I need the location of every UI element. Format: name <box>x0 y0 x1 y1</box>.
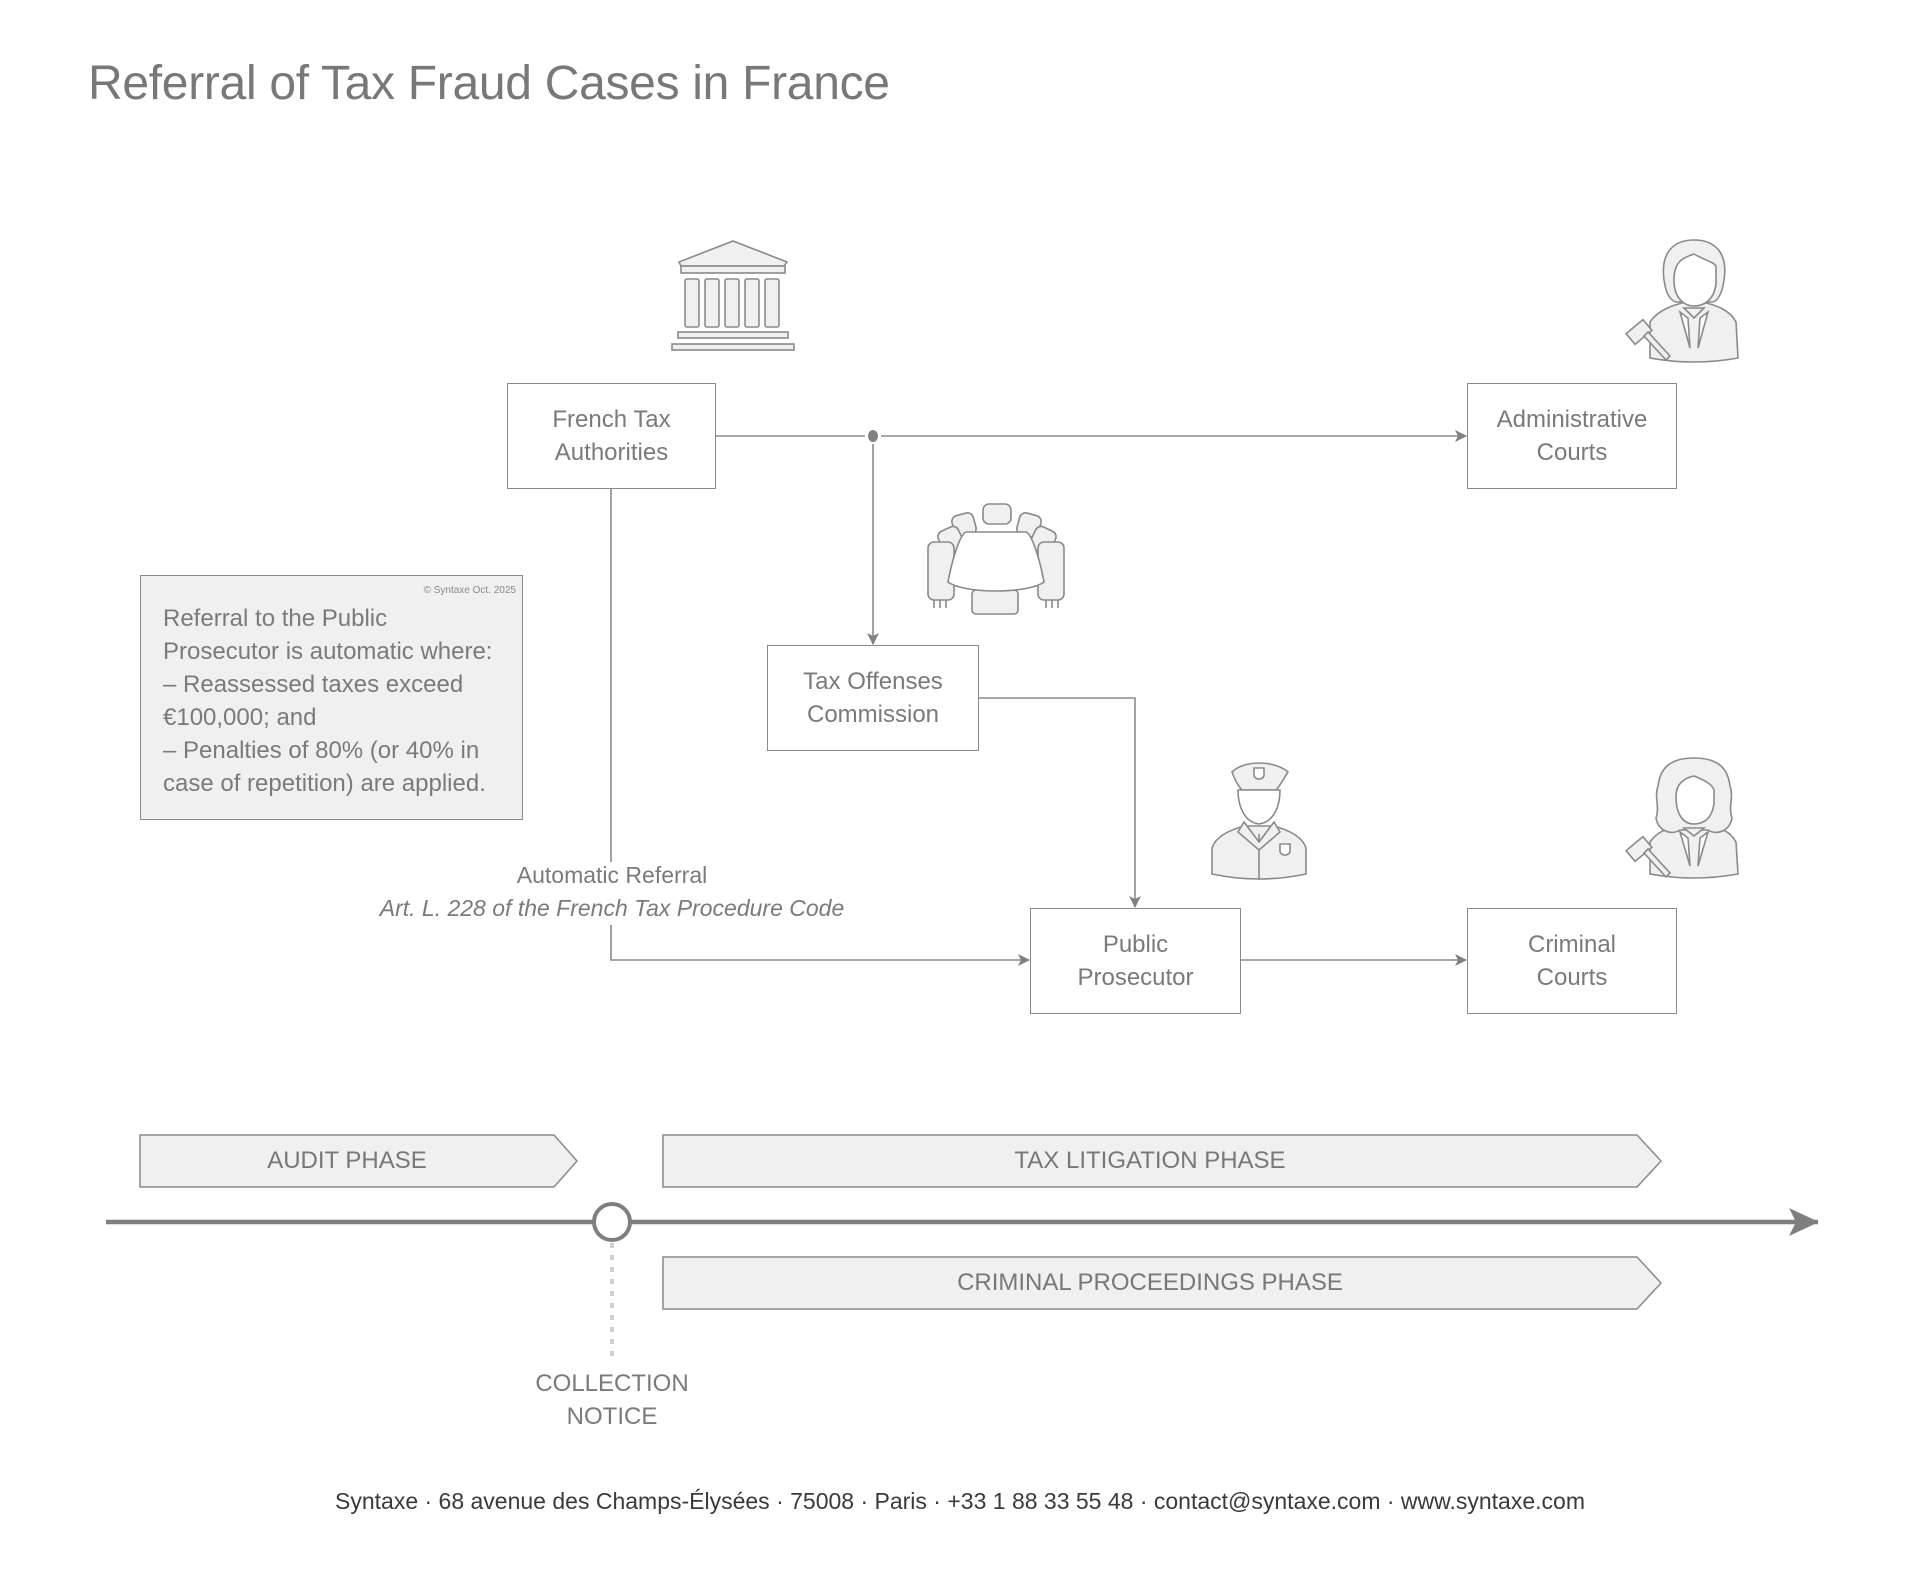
automatic-referral-reference: Art. L. 228 of the French Tax Procedure … <box>312 895 912 922</box>
junction-dot <box>868 430 878 442</box>
node-label-line1: Administrative <box>1496 406 1648 433</box>
phase-criminal-proceedings-shape <box>662 1256 1663 1310</box>
phase-tax-litigation-label: TAX LITIGATION PHASE <box>1014 1147 1286 1174</box>
judge-wig-gavel-icon <box>1624 757 1739 879</box>
milestone-circle <box>592 1202 632 1242</box>
node-label-line1: French Tax <box>552 406 671 433</box>
node-administrative-courts: Administrative Courts <box>1467 383 1677 489</box>
node-criminal-courts: Criminal Courts <box>1467 908 1677 1014</box>
node-french-tax-authorities: French Tax Authorities <box>507 383 716 489</box>
phase-audit-label: AUDIT PHASE <box>267 1147 427 1174</box>
conference-table-icon <box>927 503 1065 615</box>
footer-contact: Syntaxe · 68 avenue des Champs-Élysées ·… <box>335 1488 1585 1514</box>
note-line: – Penalties of 80% (or 40% in <box>163 737 480 764</box>
note-line: case of repetition) are applied. <box>163 770 486 797</box>
node-label-line2: Courts <box>1536 964 1608 991</box>
node-tax-offenses-commission: Tax Offenses Commission <box>767 645 979 751</box>
milestone-label-line1: COLLECTION <box>535 1370 689 1397</box>
government-building-icon <box>671 240 795 351</box>
note-line: €100,000; and <box>163 704 317 731</box>
node-label-line1: Public <box>1102 931 1169 958</box>
node-label-line2: Authorities <box>554 439 669 466</box>
phase-criminal-proceedings-label: CRIMINAL PROCEEDINGS PHASE <box>957 1269 1343 1296</box>
phase-tax-litigation-shape <box>662 1134 1663 1188</box>
node-label-line2: Courts <box>1536 439 1608 466</box>
judge-male-gavel-icon <box>1624 239 1739 363</box>
node-public-prosecutor: Public Prosecutor <box>1030 908 1241 1014</box>
node-label-line1: Criminal <box>1527 931 1616 958</box>
copyright-notice: © Syntaxe Oct. 2025 <box>423 585 516 596</box>
timeline <box>106 1134 1819 1362</box>
phase-audit-shape <box>139 1134 579 1188</box>
connector-commission-to-prosecutor <box>978 697 1141 908</box>
note-box: © Syntaxe Oct. 2025 Referral to the Publ… <box>140 575 523 820</box>
note-line: – Reassessed taxes exceed <box>163 671 464 698</box>
police-officer-icon <box>1211 762 1307 880</box>
node-label-line2: Prosecutor <box>1077 964 1194 991</box>
node-label-line1: Tax Offenses <box>803 668 943 695</box>
node-label-line2: Commission <box>806 701 940 728</box>
milestone-label-line2: NOTICE <box>566 1403 658 1430</box>
automatic-referral-label: Automatic Referral <box>312 862 912 889</box>
connector-automatic-referral <box>610 925 1030 966</box>
note-line: Prosecutor is automatic where: <box>163 638 493 665</box>
page-title: Referral of Tax Fraud Cases in France <box>88 57 890 110</box>
milestone-collection-notice: COLLECTION NOTICE <box>512 1367 712 1433</box>
note-line: Referral to the Public <box>163 605 388 632</box>
